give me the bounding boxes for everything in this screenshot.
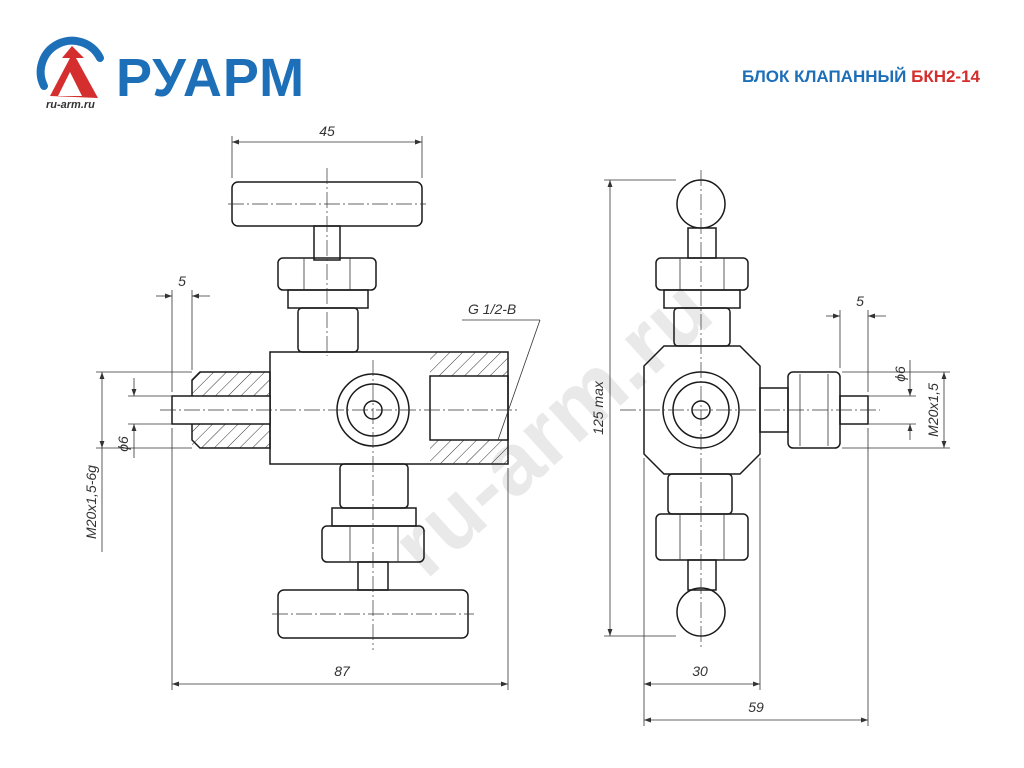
dim-connection-side: M20x1,5	[925, 383, 941, 437]
dim-connection-front: M20x1,5-6g	[83, 465, 99, 539]
title-code: БКН2-14	[911, 67, 980, 86]
dim-overall-width-side: 59	[748, 699, 764, 715]
bottom-bonnet-neck	[667, 473, 733, 515]
title-prefix: БЛОК КЛАПАННЫЙ	[742, 67, 911, 86]
brand-site: ru-arm.ru	[46, 99, 95, 111]
dim-body-width-side: 30	[692, 663, 708, 679]
dim-thread-width-side: 5	[856, 293, 864, 309]
upper-bonnet	[287, 289, 369, 309]
dim-bore-side: ϕ6	[892, 366, 908, 382]
logo-mark-icon	[36, 36, 104, 98]
bottom-nut	[655, 513, 749, 561]
side-view: 125 max 5 ϕ6 M20x1,5 30 59	[590, 170, 950, 726]
dim-pipe-thread: G 1/2-B	[468, 301, 516, 317]
inlet-fitting	[191, 371, 271, 449]
dim-width-top: 45	[319, 123, 335, 139]
dim-thread-width-front: 5	[178, 273, 186, 289]
drawing-title: БЛОК КЛАПАННЫЙ БКН2-14	[742, 67, 980, 86]
top-stem	[687, 227, 717, 259]
brand-logo: РУАРМ ru-arm.ru	[36, 36, 305, 111]
outlet-bore	[429, 375, 509, 441]
dim-height-side: 125 max	[590, 380, 606, 435]
bottom-stem	[687, 559, 717, 591]
upper-bonnet-neck	[297, 307, 359, 353]
side-body	[643, 345, 761, 475]
dim-overall-width-front: 87	[334, 663, 351, 679]
dim-bore-front: ϕ6	[115, 436, 131, 452]
front-view: 45 5 G 1/2-B ϕ6 M20x1,5-6g 87	[83, 123, 541, 690]
brand-name: РУАРМ	[116, 48, 305, 108]
